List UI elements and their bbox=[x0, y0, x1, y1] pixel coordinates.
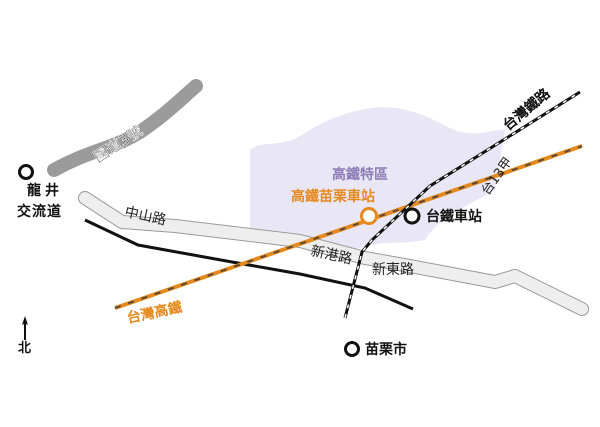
north-label: 北 bbox=[18, 341, 31, 356]
hsr-line-dashes bbox=[114, 145, 583, 309]
hsr-district-area bbox=[250, 107, 505, 249]
interchange-marker bbox=[18, 164, 34, 180]
tra-station-label: 台鐵車站 bbox=[426, 208, 482, 225]
interchange-label-2: 交流道 bbox=[17, 203, 62, 220]
north-arrow-icon: 北 bbox=[18, 316, 31, 356]
freeway-3 bbox=[47, 79, 203, 177]
interchange-label-1: 龍井 bbox=[27, 182, 63, 199]
main-road bbox=[79, 192, 588, 315]
black-road bbox=[84, 218, 414, 311]
tra-station-marker[interactable] bbox=[403, 207, 421, 225]
hsr-station-label: 高鐵苗栗車站 bbox=[291, 188, 375, 205]
tra-line-dashes bbox=[344, 91, 581, 319]
hsr-station-marker[interactable] bbox=[360, 207, 378, 225]
hsr-district-label: 高鐵特區 bbox=[332, 166, 388, 183]
miaoli-city-label: 苗栗市 bbox=[365, 341, 407, 358]
xindong-road-label: 新東路 bbox=[372, 262, 414, 278]
miaoli-city-marker[interactable] bbox=[344, 341, 360, 357]
